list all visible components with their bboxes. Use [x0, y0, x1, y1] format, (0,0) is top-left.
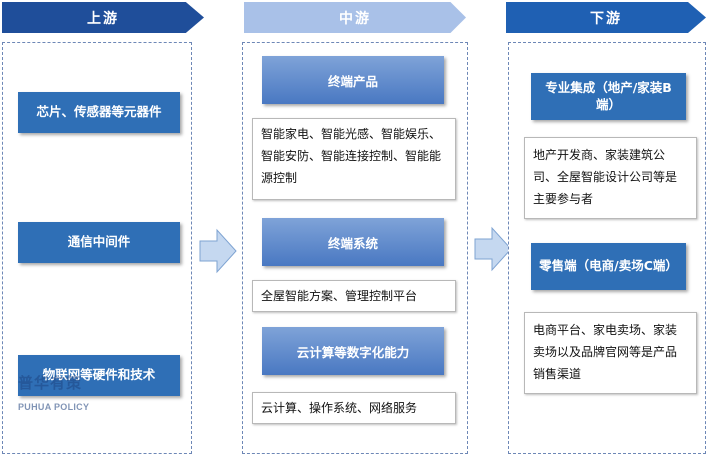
- midstream-title-label: 云计算等数字化能力: [296, 344, 410, 360]
- header-downstream-label: 下游: [590, 10, 622, 27]
- header-upstream-label: 上游: [87, 10, 119, 27]
- downstream-section-content: 地产开发商、家装建筑公司、全屋智能设计公司等是主要参与者: [524, 137, 697, 219]
- midstream-section-title: 终端系统: [262, 218, 444, 266]
- upstream-item-label: 芯片、传感器等元器件: [36, 104, 162, 120]
- upstream-item-middleware: 通信中间件: [18, 222, 180, 263]
- upstream-item-iot: 物联网等硬件和技术: [18, 355, 180, 396]
- watermark-en-text: PUHUA POLICY: [18, 402, 90, 412]
- right-arrow-icon: [199, 228, 237, 274]
- upstream-item-components: 芯片、传感器等元器件: [18, 92, 180, 133]
- downstream-title-label: 零售端（电商/卖场C端）: [539, 258, 678, 274]
- watermark-cn: 普华有策: [18, 372, 82, 393]
- header-downstream: 下游: [506, 2, 706, 33]
- midstream-content-text: 智能家电、智能光感、智能娱乐、智能安防、智能连接控制、智能能源控制: [261, 127, 442, 185]
- downstream-section-title: 专业集成（地产/家装B端）: [531, 73, 686, 120]
- midstream-section-content: 全屋智能方案、管理控制平台: [252, 280, 456, 312]
- midstream-content-text: 云计算、操作系统、网络服务: [261, 401, 418, 415]
- watermark-en: PUHUA POLICY: [18, 402, 89, 412]
- upstream-item-label: 物联网等硬件和技术: [42, 367, 156, 383]
- midstream-section-title: 终端产品: [262, 56, 444, 104]
- midstream-section-content: 云计算、操作系统、网络服务: [252, 392, 456, 424]
- header-upstream: 上游: [2, 2, 204, 33]
- downstream-section-title: 零售端（电商/卖场C端）: [531, 243, 686, 290]
- midstream-title-label: 终端产品: [327, 73, 378, 89]
- midstream-section-title: 云计算等数字化能力: [262, 327, 444, 375]
- midstream-section-content: 智能家电、智能光感、智能娱乐、智能安防、智能连接控制、智能能源控制: [252, 118, 456, 200]
- header-midstream: 中游: [244, 2, 466, 33]
- midstream-content-text: 全屋智能方案、管理控制平台: [261, 289, 418, 303]
- watermark-cn-text: 普华有策: [18, 374, 83, 392]
- header-midstream-label: 中游: [339, 10, 371, 27]
- downstream-content-text: 电商平台、家电卖场、家装卖场以及品牌官网等是产品销售渠道: [533, 323, 678, 381]
- right-arrow-icon: [474, 226, 512, 272]
- downstream-content-text: 地产开发商、家装建筑公司、全屋智能设计公司等是主要参与者: [533, 148, 678, 206]
- upstream-item-label: 通信中间件: [67, 234, 131, 250]
- downstream-title-label: 专业集成（地产/家装B端）: [545, 79, 672, 112]
- midstream-title-label: 终端系统: [327, 235, 378, 251]
- downstream-section-content: 电商平台、家电卖场、家装卖场以及品牌官网等是产品销售渠道: [524, 312, 697, 394]
